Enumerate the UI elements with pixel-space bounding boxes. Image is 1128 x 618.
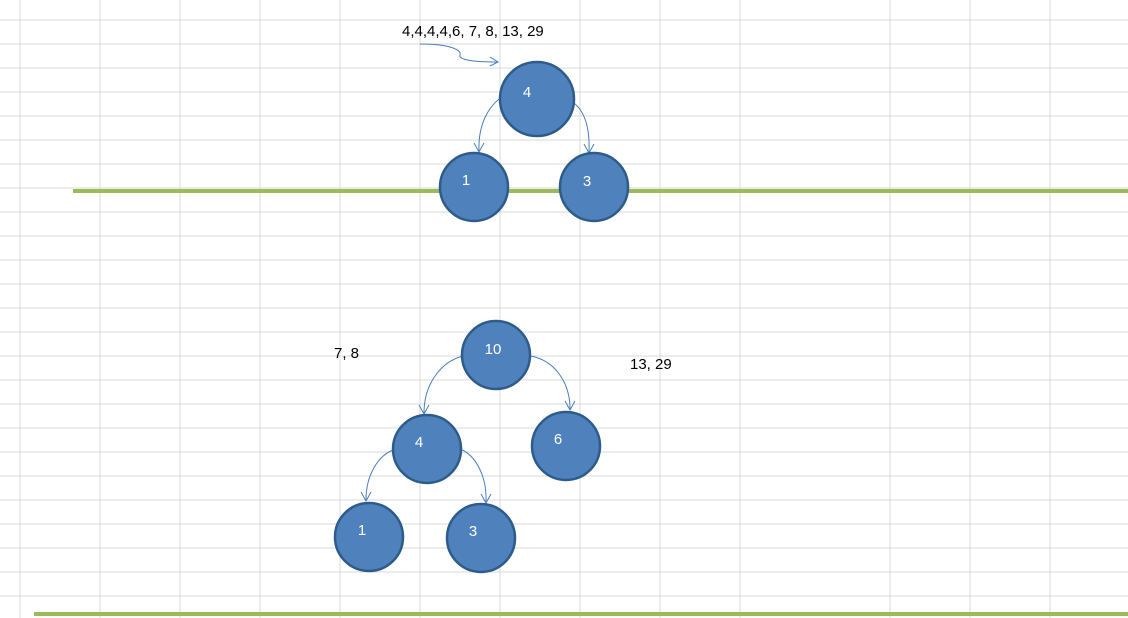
left-remaining-text: 7, 8 [334, 345, 359, 362]
tree2-leftleft-node[interactable]: 1 [333, 501, 405, 573]
tree1-root-label: 4 [523, 84, 531, 101]
tree2-left-connector [423, 355, 464, 414]
tree2-left-node[interactable]: 4 [391, 413, 463, 485]
tree1-left-node[interactable]: 1 [438, 151, 510, 223]
tree2-right-arrowhead [564, 400, 576, 412]
tree2-leftright-connector [459, 448, 487, 503]
sequence-text: 4,4,4,4,6, 7, 8, 13, 29 [402, 23, 544, 40]
right-remaining-text: 13, 29 [630, 356, 672, 373]
tree1-root-node[interactable]: 4 [498, 60, 576, 138]
tree2-leftleft-connector [365, 449, 394, 501]
tree2: 10 4 6 1 3 [333, 319, 602, 574]
tree1-left-connector [478, 98, 500, 152]
connectors [360, 43, 595, 505]
tree2-right-node[interactable]: 6 [530, 410, 602, 482]
tree1-right-node[interactable]: 3 [558, 151, 630, 223]
tree2-leftleft-label: 1 [358, 522, 366, 539]
tree2-root-node[interactable]: 10 [460, 319, 532, 391]
tree2-right-connector [529, 355, 571, 410]
tree2-left-label: 4 [415, 434, 423, 451]
tree1-right-label: 3 [583, 173, 591, 190]
sequence-arrow [419, 43, 498, 63]
tree1-left-arrowhead [473, 142, 485, 154]
sequence-arrowhead [489, 56, 500, 67]
tree1-right-connector [573, 102, 590, 153]
tree2-right-label: 6 [554, 431, 562, 448]
tree2-root-label: 10 [485, 341, 502, 358]
tree2-leftright-label: 3 [469, 523, 477, 540]
tree2-leftleft-arrowhead [360, 491, 372, 503]
tree1: 4 1 3 [438, 60, 630, 223]
tree2-leftright-arrowhead [480, 493, 492, 505]
tree2-leftright-node[interactable]: 3 [445, 502, 517, 574]
tree1-left-label: 1 [462, 172, 470, 189]
